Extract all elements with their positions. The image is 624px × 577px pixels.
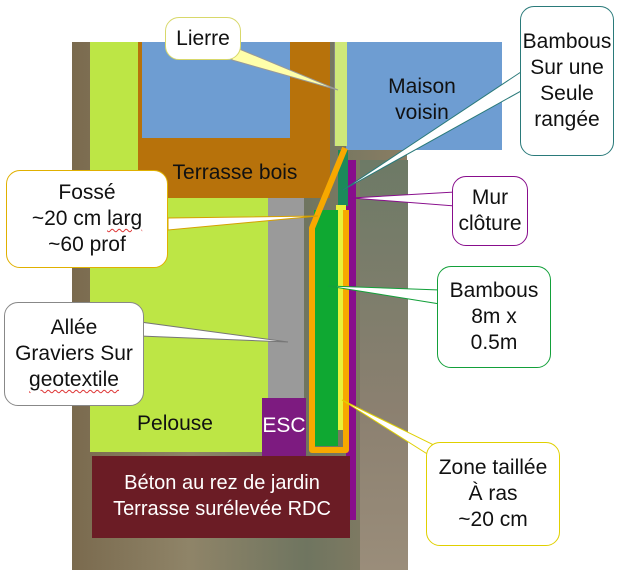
- callout-zone-taillee-text: Zone taillée À ras ~20 cm: [438, 456, 548, 531]
- callout-bambous-rangee-text: Bambous Sur une Seule rangée: [522, 30, 612, 131]
- maison-voisin-area: [346, 42, 502, 150]
- beton-label-line2: Terrasse surélevée RDC: [113, 498, 331, 520]
- callout-fosse-line3: ~60 prof: [48, 233, 126, 256]
- fosse-pointer: [167, 215, 319, 231]
- callout-zone-taillee: Zone taillée À ras ~20 cm: [426, 442, 560, 546]
- bambous-area: [314, 210, 338, 446]
- callout-allee-line1: Allée: [50, 316, 98, 339]
- beton-label-line1: Béton au rez de jardin: [124, 472, 320, 494]
- mur-cloture-pointer: [351, 191, 456, 207]
- callout-bambous-size-text: Bambous 8m x 0.5m: [449, 279, 539, 354]
- esc-area: [262, 398, 306, 456]
- zone-taillee-strip: [336, 205, 346, 430]
- bambous-rangee-pointer: [342, 61, 549, 191]
- allee-graviers: [268, 198, 304, 398]
- allee-pointer: [139, 321, 289, 343]
- callout-bambous-size: Bambous 8m x 0.5m: [437, 266, 551, 368]
- terrasse-bois-label: Terrasse bois: [172, 161, 298, 184]
- callout-allee-line2: Graviers Sur: [15, 342, 133, 365]
- callout-fosse-line1: Fossé: [58, 181, 116, 204]
- callout-allee: Allée Graviers Sur geotextile: [4, 302, 144, 406]
- pelouse-label: Pelouse: [137, 412, 213, 435]
- callout-fosse-line2-a: ~20 cm: [31, 207, 108, 230]
- maison-voisin-label: Maison voisin: [388, 75, 456, 124]
- callout-fosse-line2: ~20 cm larg: [32, 206, 142, 232]
- callout-fosse: Fossé ~20 cm larg ~60 prof: [6, 170, 168, 268]
- mur-cloture: [346, 160, 356, 520]
- beton-area: [92, 456, 350, 538]
- bambous-rangee-strip: [338, 150, 348, 206]
- lierre-strip: [334, 42, 347, 146]
- callout-mur-cloture-text: Mur clôture: [458, 186, 522, 235]
- callout-allee-line3: geotextile: [29, 368, 119, 391]
- esc-label: ESC: [262, 414, 306, 437]
- callout-mur-cloture: Mur clôture: [452, 176, 528, 246]
- callout-lierre: Lierre: [165, 17, 241, 60]
- callout-lierre-text: Lierre: [176, 26, 230, 50]
- aerial-background-lower: [360, 160, 408, 570]
- fosse-outline: [309, 146, 349, 453]
- callout-fosse-line2-b: larg: [107, 207, 143, 230]
- lierre-pointer: [231, 45, 339, 91]
- callout-bambous-rangee: Bambous Sur une Seule rangée: [520, 6, 614, 156]
